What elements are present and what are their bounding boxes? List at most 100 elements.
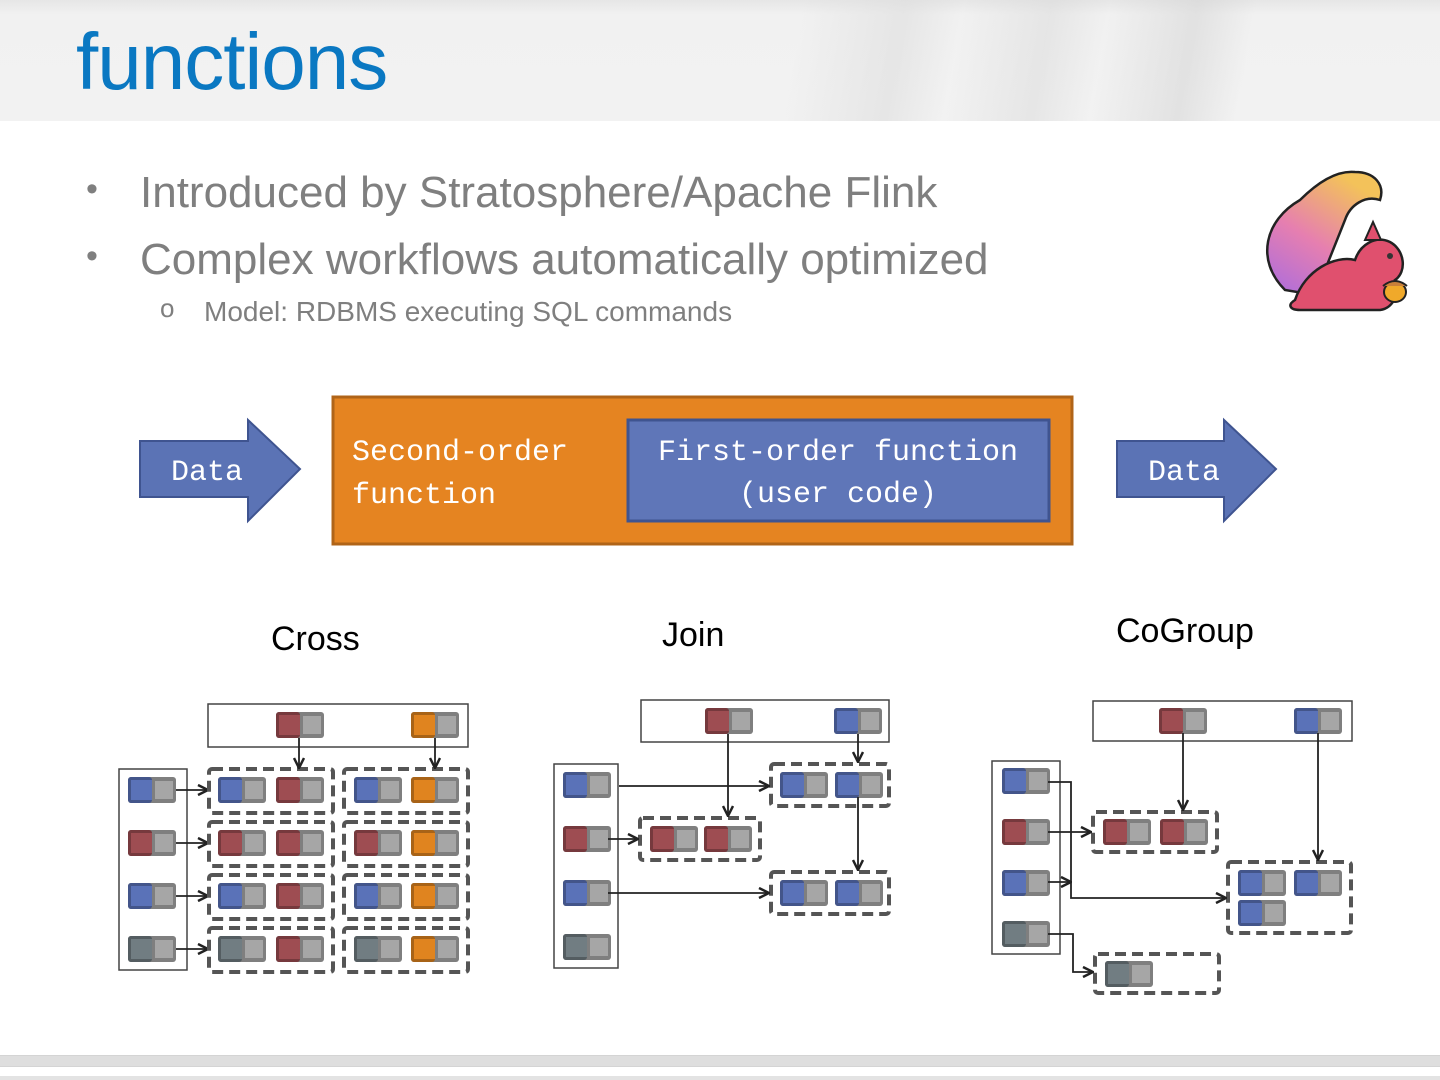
record — [1159, 708, 1207, 734]
record-value — [303, 781, 321, 799]
record-key — [414, 715, 435, 735]
record-value — [1132, 965, 1150, 983]
sub-bullet-marker: o — [160, 293, 175, 323]
record — [218, 777, 266, 803]
top-input-box — [1092, 700, 1353, 742]
record-key — [221, 939, 242, 959]
record-value — [438, 887, 456, 905]
group-box — [1226, 860, 1353, 935]
cogroup-caption: CoGroup — [1116, 612, 1254, 650]
record-key — [708, 711, 729, 731]
record-value — [1029, 925, 1047, 943]
record-key — [221, 886, 242, 906]
slide-title: functions — [76, 17, 388, 106]
record-value — [438, 781, 456, 799]
record-value — [1029, 823, 1047, 841]
record — [835, 772, 883, 798]
record-value — [303, 887, 321, 905]
record-value — [1029, 772, 1047, 790]
record — [1294, 708, 1342, 734]
record-value — [1029, 874, 1047, 892]
record-value — [438, 716, 456, 734]
record — [1002, 921, 1050, 947]
record-key — [653, 829, 674, 849]
record — [411, 883, 459, 909]
record — [1002, 768, 1050, 794]
group-box — [207, 820, 335, 868]
first-order-function-box — [626, 418, 1051, 523]
group-box — [207, 873, 335, 921]
record — [276, 777, 324, 803]
group-box — [207, 767, 335, 815]
record-value — [807, 776, 825, 794]
arrow — [1048, 781, 1226, 898]
record — [563, 826, 611, 852]
record-value — [438, 834, 456, 852]
second-order-label-line2: function — [352, 479, 496, 513]
record-value — [303, 940, 321, 958]
cross-caption: Cross — [271, 620, 360, 658]
input-data-arrow — [139, 417, 302, 524]
record — [276, 883, 324, 909]
group-box — [638, 816, 762, 862]
record-key — [279, 939, 300, 959]
record-key — [1297, 711, 1318, 731]
record — [411, 712, 459, 738]
join-diagram — [553, 699, 891, 969]
record — [563, 880, 611, 906]
record — [218, 830, 266, 856]
record-value — [245, 887, 263, 905]
record-key — [414, 780, 435, 800]
record-value — [1265, 904, 1283, 922]
arrow — [1048, 933, 1093, 972]
record-key — [566, 883, 587, 903]
record — [276, 936, 324, 962]
record — [835, 880, 883, 906]
group-box — [342, 767, 470, 815]
record — [354, 830, 402, 856]
slide-header: functions — [0, 0, 1440, 121]
output-data-label: Data — [1148, 456, 1220, 490]
record — [834, 708, 882, 734]
record-key — [566, 829, 587, 849]
record — [128, 777, 176, 803]
record-key — [837, 711, 858, 731]
record — [1294, 870, 1342, 896]
record-key — [357, 833, 378, 853]
record — [1002, 870, 1050, 896]
record — [276, 712, 324, 738]
record-key — [1241, 903, 1262, 923]
record-key — [414, 939, 435, 959]
record-value — [155, 887, 173, 905]
record — [411, 777, 459, 803]
record-value — [303, 834, 321, 852]
record-value — [590, 830, 608, 848]
record-key — [279, 886, 300, 906]
bullet-item: Introduced by Stratosphere/Apache Flink — [140, 168, 938, 217]
record-key — [1005, 873, 1026, 893]
record-key — [279, 780, 300, 800]
record-value — [381, 781, 399, 799]
record-value — [155, 781, 173, 799]
left-input-box — [991, 760, 1061, 955]
record — [704, 826, 752, 852]
record — [1103, 819, 1151, 845]
group-box — [342, 926, 470, 974]
output-data-arrow — [1116, 417, 1278, 524]
group-box — [769, 762, 891, 808]
group-box — [769, 870, 891, 916]
record-key — [414, 833, 435, 853]
record — [563, 772, 611, 798]
record — [1105, 961, 1153, 987]
record-value — [155, 940, 173, 958]
record-value — [381, 940, 399, 958]
record-key — [131, 833, 152, 853]
record-key — [357, 780, 378, 800]
record — [705, 708, 753, 734]
record-value — [862, 884, 880, 902]
record-value — [155, 834, 173, 852]
flink-squirrel-logo — [1266, 170, 1408, 312]
record-value — [862, 776, 880, 794]
record-key — [1297, 873, 1318, 893]
